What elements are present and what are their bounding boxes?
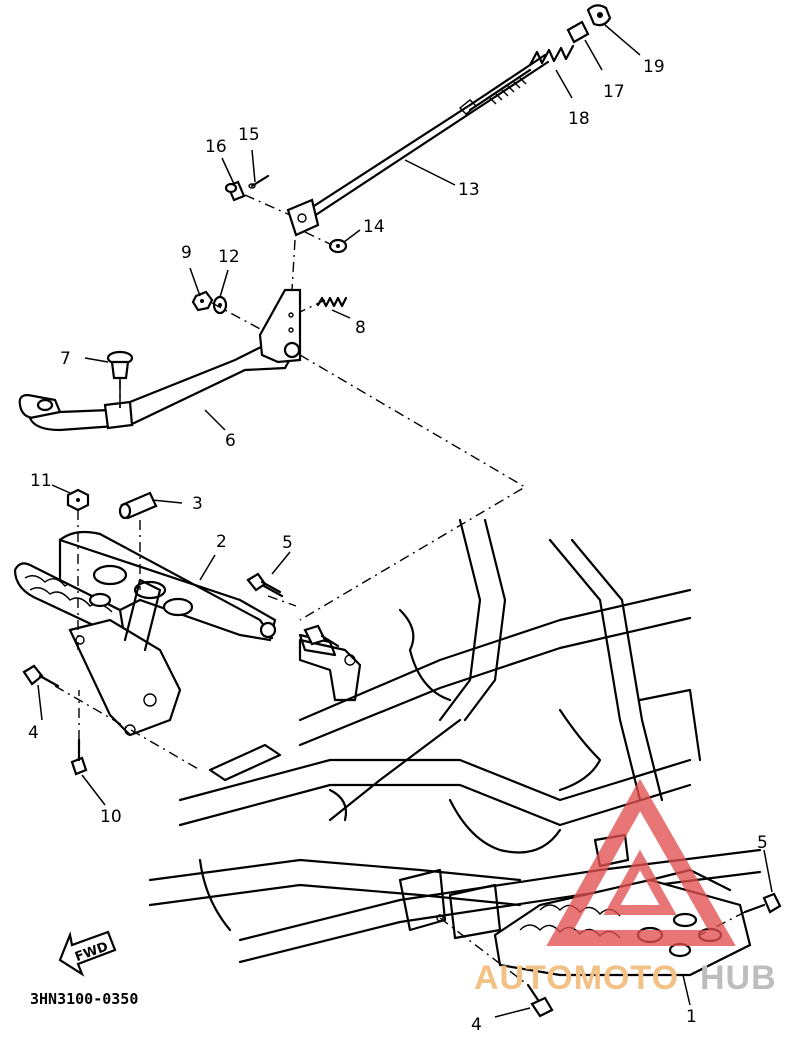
watermark-text-right: HUB: [700, 959, 777, 997]
bolt-5-right: [743, 892, 782, 914]
brake-pedal: [18, 288, 302, 432]
bolt-4-left: [22, 664, 60, 688]
callouts: 19 17 18 13 14 15 16 9 12 8 7 6 11 3 2 5…: [28, 57, 768, 1035]
watermark-triangle: [546, 778, 736, 946]
brake-rod: [286, 53, 550, 237]
callout-5-upper: 5: [282, 533, 293, 553]
fwd-arrow: FWD: [58, 930, 117, 977]
pivot-bracket: [208, 633, 362, 782]
callout-16: 16: [205, 137, 227, 157]
callout-3: 3: [192, 494, 203, 514]
callout-19: 19: [643, 57, 665, 77]
callout-14: 14: [363, 217, 385, 237]
nut-9: [191, 290, 214, 312]
frame: [148, 518, 762, 964]
drawing-code: 3HN3100-0350: [30, 990, 138, 1008]
collar-3: [118, 491, 158, 520]
cotter-pin-15: [248, 174, 270, 189]
bolt-5-upper: [246, 572, 284, 598]
callout-6: 6: [225, 431, 236, 451]
left-footrest: [13, 530, 277, 737]
adjuster-nut-19: [586, 4, 612, 27]
callout-8: 8: [355, 318, 366, 338]
callout-1: 1: [686, 1007, 697, 1027]
bolt-10: [70, 738, 88, 776]
callout-11: 11: [30, 471, 52, 491]
callout-17: 17: [603, 82, 625, 102]
callout-7: 7: [60, 349, 71, 369]
callout-5-right: 5: [757, 833, 768, 853]
pedal-knob: [106, 350, 134, 408]
callout-12: 12: [218, 247, 240, 267]
callout-13: 13: [458, 180, 480, 200]
watermark-text-left: AUTOMOTO: [474, 959, 679, 997]
bolt-4-right: [526, 983, 554, 1018]
callout-9: 9: [181, 243, 192, 263]
callout-18: 18: [568, 109, 590, 129]
callout-10: 10: [100, 807, 122, 827]
pin-16: [224, 180, 246, 202]
washer-14: [328, 238, 348, 254]
pin-17: [566, 20, 590, 44]
callout-2: 2: [216, 532, 227, 552]
spring-8: [316, 296, 348, 308]
callout-15: 15: [238, 125, 260, 145]
pivot-bolt: [303, 624, 340, 648]
leader-lines: [37, 24, 773, 1018]
nut-11: [66, 488, 90, 512]
callout-4-right: 4: [471, 1015, 482, 1035]
callout-4-left: 4: [28, 723, 39, 743]
watermark: AUTOMOTO HUB: [474, 778, 777, 997]
spring-18: [528, 44, 575, 67]
